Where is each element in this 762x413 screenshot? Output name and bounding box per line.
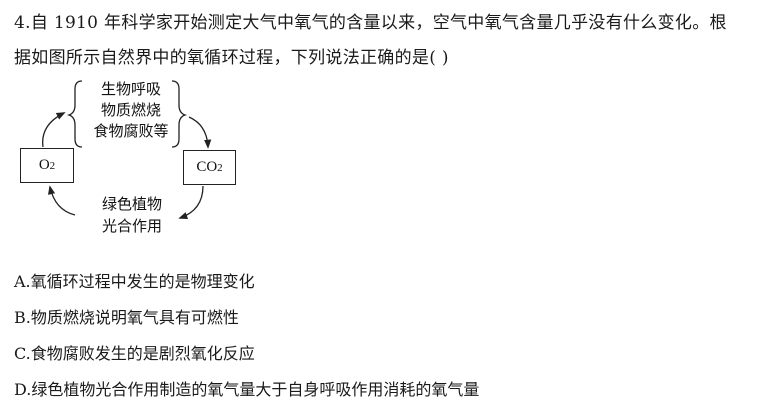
option-c[interactable]: C.食物腐败发生的是剧烈氧化反应	[14, 344, 255, 363]
option-b[interactable]: B.物质燃烧说明氧气具有可燃性	[14, 308, 239, 327]
process-respiration: 生物呼吸	[100, 80, 161, 98]
option-d[interactable]: D.绿色植物光合作用制造的氧气量大于自身呼吸作用消耗的氧气量	[14, 380, 480, 399]
question-text-line-1: 4.自 1910 年科学家开始测定大气中氧气的含量以来，空气中氧气含量几乎没有什…	[14, 13, 727, 33]
process-combustion: 物质燃烧	[100, 101, 161, 119]
photosynthesis-line-2: 光合作用	[101, 217, 162, 235]
co2-subscript: 2	[217, 161, 223, 174]
co2-label: CO	[196, 159, 218, 175]
o2-label: O	[38, 157, 50, 173]
option-a[interactable]: A.氧循环过程中发生的是物理变化	[14, 272, 255, 291]
photosynthesis-process: 绿色植物 光合作用	[92, 193, 172, 237]
o2-subscript: 2	[49, 159, 56, 172]
question-text-line-2: 据如图所示自然界中的氧循环过程，下列说法正确的是( )	[14, 48, 449, 68]
cycle-arrows-icon	[42, 80, 212, 220]
photosynthesis-line-1: 绿色植物	[101, 195, 162, 213]
consumption-processes: 生物呼吸 物质燃烧 食物腐败等	[85, 79, 177, 142]
process-decay: 食物腐败等	[93, 122, 169, 140]
